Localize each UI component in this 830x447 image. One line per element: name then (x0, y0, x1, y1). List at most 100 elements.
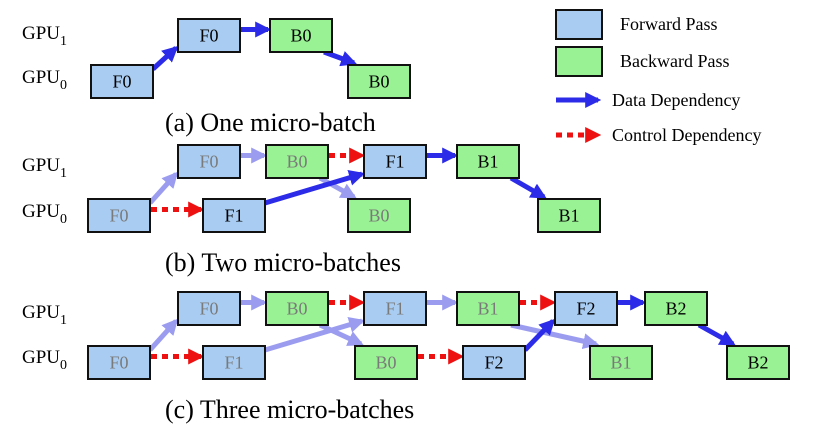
caption-c: (c) Three micro-batches (165, 395, 414, 424)
gpu0-label-a: GPU0 (22, 67, 67, 93)
box-fill (589, 345, 653, 380)
gpu1-label-c: GPU1 (22, 302, 67, 328)
forward-pass-box: F0 (177, 144, 241, 179)
gpu1-label-a: GPU1 (22, 23, 67, 49)
legend-backward-label: Backward Pass (620, 51, 729, 71)
backward-pass-box: B0 (269, 18, 333, 53)
box-fill (354, 345, 418, 380)
box-label: B1 (477, 152, 498, 172)
backward-pass-box: B1 (456, 291, 520, 326)
data-dependency-arrow (148, 318, 179, 352)
gpu0-label-c: GPU0 (22, 347, 67, 373)
forward-pass-box: F1 (202, 198, 266, 233)
box-label: B1 (558, 206, 579, 226)
box-fill (87, 198, 151, 233)
box-label: B0 (375, 353, 396, 373)
backward-pass-box: B2 (726, 345, 790, 380)
box-label: F0 (109, 353, 128, 373)
box-fill (202, 345, 266, 380)
box-label: F0 (109, 206, 128, 226)
backward-pass-box: B0 (265, 144, 329, 179)
box-label: B0 (290, 26, 311, 46)
legend-data-label: Data Dependency (612, 90, 740, 110)
backward-pass-box: B1 (537, 198, 601, 233)
box-fill (177, 144, 241, 179)
box-label: F1 (224, 353, 243, 373)
forward-pass-box: F1 (363, 144, 427, 179)
box-fill (456, 291, 520, 326)
box-fill (554, 291, 618, 326)
box-fill (202, 198, 266, 233)
box-label: F1 (385, 152, 404, 172)
backward-pass-box: B1 (589, 345, 653, 380)
box-label: B0 (368, 206, 389, 226)
backward-pass-box: B2 (644, 291, 708, 326)
box-label: B2 (665, 299, 686, 319)
data-dependency-arrow (151, 45, 179, 71)
dependency-arrows (148, 21, 736, 365)
box-label: B0 (286, 152, 307, 172)
box-label: F0 (199, 152, 218, 172)
box-fill (726, 345, 790, 380)
box-fill (644, 291, 708, 326)
data-dependency-arrow (264, 170, 366, 206)
box-fill (537, 198, 601, 233)
box-fill (456, 144, 520, 179)
box-fill (265, 144, 329, 179)
box-label: B2 (747, 353, 768, 373)
box-fill (347, 198, 411, 233)
forward-pass-box: F0 (177, 18, 241, 53)
forward-pass-box: F1 (202, 345, 266, 380)
data-dependency-arrow (510, 322, 600, 350)
legend-backward-swatch (555, 46, 603, 77)
box-fill (265, 291, 329, 326)
gpu1-label-b: GPU1 (22, 155, 67, 181)
backward-pass-box: B1 (456, 144, 520, 179)
box-fill (363, 291, 427, 326)
box-fill (90, 64, 154, 99)
legend: Forward Pass Backward Pass Data Dependen… (555, 9, 761, 145)
box-label: F1 (224, 206, 243, 226)
forward-pass-box: F0 (87, 198, 151, 233)
forward-pass-box: F0 (90, 64, 154, 99)
backward-pass-box: B0 (354, 345, 418, 380)
legend-forward-swatch (555, 9, 603, 40)
data-dependency-arrow (148, 171, 179, 205)
legend-forward-label: Forward Pass (620, 14, 718, 34)
gpu0-label-b: GPU0 (22, 201, 67, 227)
box-label: B1 (610, 353, 631, 373)
box-fill (177, 291, 241, 326)
box-label: F1 (385, 299, 404, 319)
data-dependency-arrow (523, 318, 556, 352)
box-fill (177, 18, 241, 53)
box-fill (269, 18, 333, 53)
data-dependency-arrow (509, 175, 547, 200)
box-label: B0 (286, 299, 307, 319)
box-label: F0 (199, 299, 218, 319)
gpu-labels: GPU1 GPU0 GPU1 GPU0 GPU1 GPU0 (22, 23, 67, 373)
caption-b: (b) Two micro-batches (165, 248, 401, 277)
box-fill (462, 345, 526, 380)
forward-pass-box: F0 (87, 345, 151, 380)
forward-pass-box: F1 (363, 291, 427, 326)
box-fill (363, 144, 427, 179)
data-dependency-arrow (323, 49, 358, 67)
caption-a: (a) One micro-batch (165, 108, 376, 137)
box-label: F0 (112, 72, 131, 92)
forward-pass-box: F2 (462, 345, 526, 380)
box-fill (347, 64, 411, 99)
box-label: B1 (477, 299, 498, 319)
backward-pass-box: B0 (347, 198, 411, 233)
forward-pass-box: F0 (177, 291, 241, 326)
box-label: F2 (484, 353, 503, 373)
data-dependency-arrow (318, 175, 357, 200)
data-dependency-arrow (264, 317, 366, 353)
data-dependency-arrow (318, 322, 364, 347)
box-label: B0 (368, 72, 389, 92)
box-fill (87, 345, 151, 380)
forward-pass-box: F2 (554, 291, 618, 326)
box-label: F2 (576, 299, 595, 319)
box-label: F0 (199, 26, 218, 46)
